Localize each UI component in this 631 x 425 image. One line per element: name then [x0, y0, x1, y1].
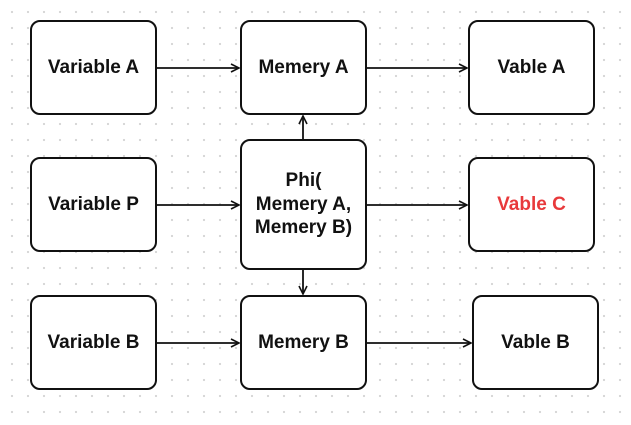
- node-variable-b-label: Variable B: [47, 331, 140, 353]
- node-phi-label: Phi( Memery A, Memery B): [254, 169, 353, 239]
- node-variable-b[interactable]: Variable B: [30, 295, 157, 390]
- node-vable-b-label: Vable B: [501, 331, 570, 353]
- node-memery-b[interactable]: Memery B: [240, 295, 367, 390]
- node-memery-a[interactable]: Memery A: [240, 20, 367, 115]
- node-variable-p-label: Variable P: [48, 193, 139, 215]
- node-phi[interactable]: Phi( Memery A, Memery B): [240, 139, 367, 270]
- node-variable-p[interactable]: Variable P: [30, 157, 157, 252]
- node-variable-a-label: Variable A: [47, 56, 140, 78]
- node-variable-a[interactable]: Variable A: [30, 20, 157, 115]
- node-memery-b-label: Memery B: [258, 331, 349, 353]
- node-vable-b[interactable]: Vable B: [472, 295, 599, 390]
- node-vable-c-label: Vable C: [497, 193, 566, 215]
- node-vable-c[interactable]: Vable C: [468, 157, 595, 252]
- node-vable-a[interactable]: Vable A: [468, 20, 595, 115]
- node-vable-a-label: Vable A: [497, 56, 566, 78]
- node-memery-a-label: Memery A: [258, 56, 349, 78]
